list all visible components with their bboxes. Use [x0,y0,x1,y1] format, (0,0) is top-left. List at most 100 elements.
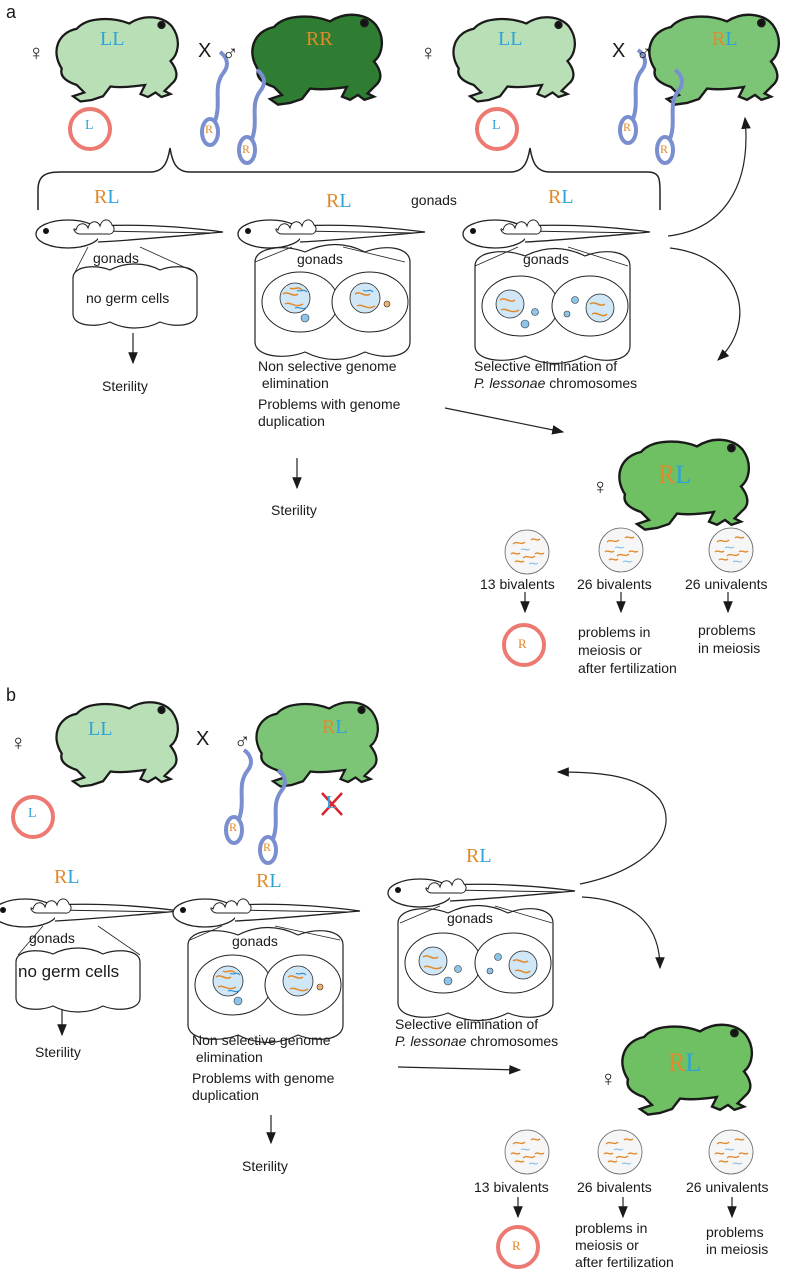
gonads-label: gonads [29,930,75,946]
panel-b-graphics [0,701,754,1269]
offspring-genotype: RL [54,866,80,888]
meiosis-label: 26 univalents [685,576,768,592]
description-line: P. lessonae chromosomes [395,1033,559,1049]
egg-label: L [28,806,37,821]
crossed-out-L-icon [321,792,343,816]
no-germ-cells-label: no germ cells [86,290,170,306]
meiosis-outcome: after fertilization [578,660,677,676]
sperm-label: R [623,120,632,134]
female-genotype: LL [498,28,523,50]
offspring-genotype: RL [548,186,574,208]
spread-13-bivalents-icon [504,529,550,575]
female-genotype: LL [88,718,113,740]
description-line: elimination [258,375,329,391]
gamete-R-icon [502,623,546,667]
adult-genotype: RL [658,460,692,489]
female-symbol: ♀ [10,730,27,755]
male-frog-RL-icon [255,701,379,788]
brace-icon [37,147,661,210]
tadpole-icon [237,219,426,249]
male-symbol: ♂ [234,728,251,753]
male-genotype: RL [322,716,348,738]
meiosis-label: 26 univalents [686,1179,769,1195]
female-genotype: LL [100,28,125,50]
spread-26-univalents-icon [708,1129,754,1175]
tadpole-icon [387,878,576,908]
brace-label: gonads [411,192,457,208]
sperm-label: R [242,142,251,156]
panel-label: b [6,685,17,705]
cross-symbol: X [196,728,210,750]
spread-26-bivalents-icon [597,1129,643,1175]
tadpole-icon [172,898,361,928]
egg-label: L [492,118,501,133]
sterility-label: Sterility [242,1158,288,1174]
gonads-label: gonads [93,250,139,266]
tadpole-icon [35,219,224,249]
gonads-label: gonads [297,251,343,267]
spread-13-bivalents-icon [504,1129,550,1175]
sterility-label: Sterility [271,502,317,518]
gamete-R-icon [496,1225,540,1269]
meiosis-outcome: in meiosis [698,640,761,656]
sperm-label: R [229,820,238,834]
adult-genotype: RL [668,1048,702,1077]
egg-icon [475,107,519,151]
panel-a-graphics [35,13,781,667]
male-genotype: RR [306,28,333,50]
meiosis-outcome: after fertilization [575,1254,674,1270]
offspring-genotype: RL [94,186,120,208]
description-line: P. lessonae chromosomes [474,375,638,391]
meiosis-outcome: problems in [575,1220,648,1236]
description-line: duplication [192,1087,259,1103]
meiosis-outcome: problems [698,622,756,638]
tadpole-icon [0,898,181,928]
panel-label: a [6,2,17,22]
sperm-label: R [205,122,214,136]
meiosis-outcome: meiosis or [575,1237,639,1253]
description-line: Problems with genome [258,396,401,412]
description-line: elimination [192,1049,263,1065]
egg-icon [11,795,55,839]
male-genotype: RL [712,28,738,50]
female-symbol: ♀ [420,40,437,65]
cross-symbol: X [198,40,212,62]
female-symbol: ♀ [28,40,45,65]
female-symbol: ♀ [592,474,609,499]
gonads-label: gonads [232,933,278,949]
meiosis-outcome: meiosis or [578,642,642,658]
description-line: Selective elimination of [474,358,618,374]
meiosis-label: 13 bivalents [474,1179,549,1195]
description-line: Selective elimination of [395,1016,539,1032]
meiosis-outcome: problems in [578,624,651,640]
meiosis-outcome: problems [706,1224,764,1240]
cross-symbol: X [612,40,626,62]
female-symbol: ♀ [600,1066,617,1091]
sperm-label: R [263,840,272,854]
meiosis-outcome: in meiosis [706,1241,769,1257]
offspring-genotype: RL [466,845,492,867]
spread-26-univalents-icon [708,527,754,573]
description-line: duplication [258,413,325,429]
offspring-genotype: RL [326,190,352,212]
egg-label: L [85,118,94,133]
gonads-label: gonads [523,251,569,267]
no-germ-cells-label: no germ cells [18,962,120,981]
description-line: Non selective genome [192,1032,331,1048]
female-frog-LL-icon [55,701,179,788]
gamete-label: R [512,1238,521,1253]
meiosis-label: 26 bivalents [577,576,652,592]
meiosis-label: 26 bivalents [577,1179,652,1195]
sperm-label: R [660,142,669,156]
offspring-genotype: RL [256,870,282,892]
meiosis-label: 13 bivalents [480,576,555,592]
spread-26-bivalents-icon [598,527,644,573]
description-line: Non selective genome [258,358,397,374]
tadpole-icon [462,219,651,249]
sterility-label: Sterility [102,378,148,394]
sterility-label: Sterility [35,1044,81,1060]
egg-icon [68,107,112,151]
gonads-label: gonads [447,910,493,926]
male-symbol: ♂ [636,40,653,65]
